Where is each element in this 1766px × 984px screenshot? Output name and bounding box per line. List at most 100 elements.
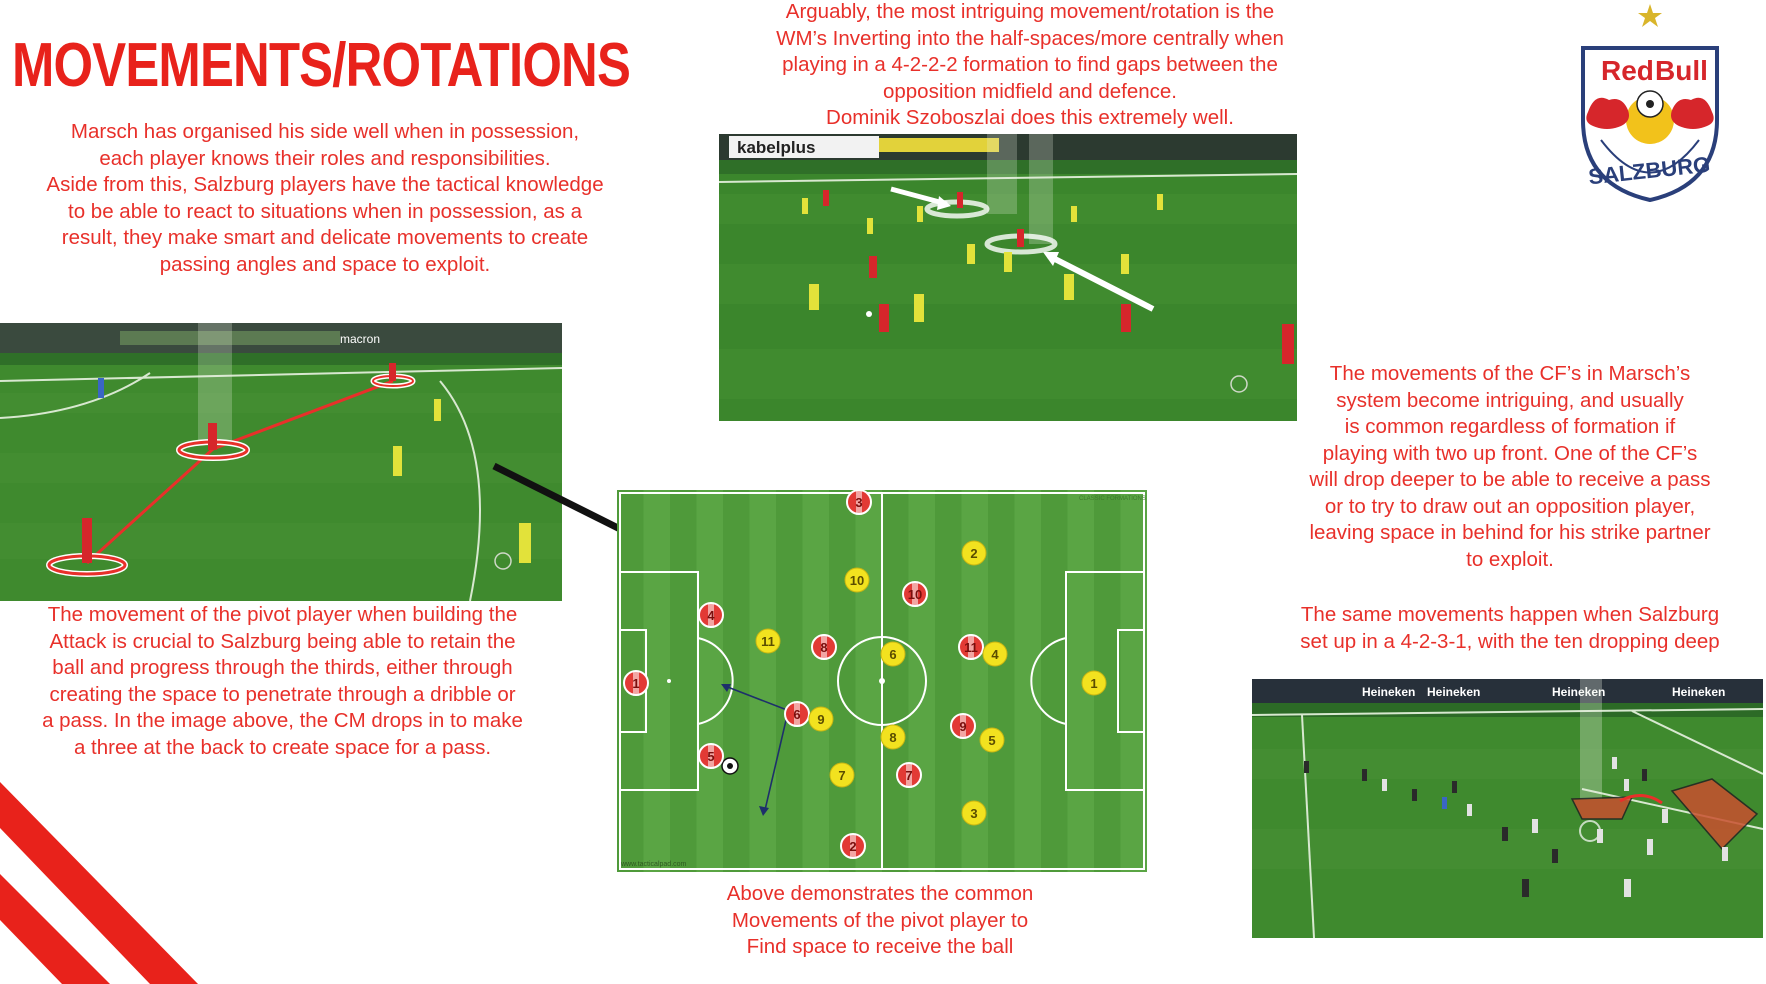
player-number: 10 (908, 587, 922, 602)
yellow-player: 7 (829, 762, 855, 788)
board-heineken: Heineken (1672, 685, 1725, 699)
red-player: 8 (811, 634, 837, 660)
board-heineken: Heineken (1362, 685, 1415, 699)
pivot-line: The movement of the pivot player when bu… (47, 603, 518, 626)
player-number: 6 (889, 647, 896, 662)
bull-icon (1586, 97, 1629, 129)
bull-icon (1671, 97, 1714, 129)
pitch-caption: Above demonstrates the common Movements … (630, 881, 1130, 961)
red-player: 9 (950, 713, 976, 739)
same-line: The same movements happen when Salzburg (1300, 603, 1720, 626)
player-number: 3 (970, 806, 977, 821)
pivot-line: Attack is crucial to Salzburg being able… (49, 629, 516, 653)
yellow-player: 1 (1081, 670, 1107, 696)
football-patch (1646, 100, 1654, 108)
yellow-player: 3 (961, 800, 987, 826)
red-player: 7 (896, 762, 922, 788)
red-player: 11 (958, 634, 984, 660)
red-player: 10 (902, 581, 928, 607)
board-macron: macron (340, 332, 380, 346)
yellow-player: 8 (880, 724, 906, 750)
player-number: 6 (793, 707, 800, 722)
cf-line: is common regardless of formation if (1344, 415, 1676, 438)
intro-line: each player knows their roles and respon… (99, 146, 551, 170)
player-number: 3 (855, 495, 862, 510)
red-player: 5 (698, 743, 724, 769)
pivot-photo: macron (0, 323, 562, 601)
player-number: 7 (905, 768, 912, 783)
player-number: 10 (850, 573, 864, 588)
pitch-stripe (908, 490, 935, 872)
player-number: 4 (707, 608, 715, 623)
inverting-photo: kabelplus (719, 134, 1297, 421)
yellow-player: 2 (961, 540, 987, 566)
red-player: 2 (840, 833, 866, 859)
pitch-stripe (1014, 490, 1041, 872)
cf-line: The movements of the CF’s in Marsch’s (1329, 362, 1691, 385)
pivot-line: creating the space to penetrate through … (49, 682, 516, 706)
board-heineken: Heineken (1552, 685, 1605, 699)
decorative-stripes (0, 782, 198, 984)
pitch-stripe (696, 490, 723, 872)
yellow-player: 9 (808, 706, 834, 732)
yellow-player: 4 (982, 641, 1008, 667)
same-line: set up in a 4-2-3-1, with the ten droppi… (1300, 629, 1720, 653)
pivot-line: a three at the back to create space for … (73, 735, 492, 759)
logo-arc (1600, 139, 1700, 174)
yellow-player: 5 (979, 727, 1005, 753)
board-heineken: Heineken (1427, 685, 1480, 699)
cf-line: or to try to draw out an opposition play… (1324, 494, 1696, 518)
yellow-player: 11 (755, 628, 781, 654)
cf-line: will drop deeper to be able to receive a… (1309, 468, 1711, 491)
cf-line: leaving space in behind for his strike p… (1309, 521, 1711, 544)
red-player: 6 (784, 701, 810, 727)
cf-line: system become intriguing, and usually (1336, 388, 1684, 412)
top-line: playing in a 4-2-2-2 formation to find g… (782, 53, 1278, 76)
cf-line: playing with two up front. One of the CF… (1322, 441, 1698, 465)
champions-league-photo-svg: Heineken Heineken Heineken Heineken (1252, 679, 1763, 938)
intro-line: Marsch has organised his side well when … (70, 120, 580, 143)
red-player: 1 (623, 670, 649, 696)
intro-text: Marsch has organised his side well when … (10, 119, 640, 278)
player-number: 8 (889, 730, 896, 745)
player-number: 9 (817, 712, 824, 727)
red-player: 4 (698, 602, 724, 628)
top-line: WM’s Inverting into the half-spaces/more… (776, 26, 1284, 50)
player-number: 7 (838, 768, 845, 783)
player-number: 11 (761, 634, 775, 649)
player-number: 8 (820, 640, 827, 655)
player-number: 4 (991, 647, 999, 662)
player-number: 5 (988, 733, 995, 748)
intro-line: passing angles and space to exploit. (159, 252, 491, 276)
champions-league-photo: Heineken Heineken Heineken Heineken (1252, 679, 1763, 938)
player-number: 1 (1090, 676, 1097, 691)
top-line: Arguably, the most intriguing movement/r… (785, 0, 1275, 23)
intro-line: Aside from this, Salzburg players have t… (46, 173, 604, 196)
player-number: 5 (707, 749, 714, 764)
player-number: 2 (849, 839, 856, 854)
pitch-watermark-bottom: www.tacticalpad.com (620, 861, 687, 868)
pitch-stripe (1120, 490, 1147, 872)
inverting-photo-svg: kabelplus (719, 134, 1297, 421)
player-number: 9 (959, 719, 966, 734)
yellow-player: 10 (844, 567, 870, 593)
pivot-line: a pass. In the image above, the CM drops… (42, 709, 523, 732)
pivot-line: ball and progress through the thirds, ei… (52, 656, 513, 679)
logo-word-bull: Bull (1655, 55, 1708, 86)
intro-line: result, they make smart and delicate mov… (61, 226, 589, 249)
cf-line: to exploit. (1466, 547, 1554, 571)
pitch-watermark-top: CLASSIC FORMATIONS (1079, 496, 1146, 502)
pitch-stripe (855, 490, 882, 872)
yellow-player: 6 (880, 641, 906, 667)
top-line: opposition midfield and defence. (882, 79, 1178, 103)
tactical-pitch-svg: CLASSIC FORMATIONS www.tacticalpad.com 3… (617, 489, 1147, 872)
pivot-photo-svg: macron (0, 323, 562, 601)
star-icon (1638, 4, 1662, 27)
player-number: 1 (632, 676, 639, 691)
pitch-stripe (802, 490, 829, 872)
same-text: The same movements happen when Salzburg … (1262, 602, 1758, 655)
cf-text: The movements of the CF’s in Marsch’s sy… (1270, 361, 1750, 573)
tactical-pitch: CLASSIC FORMATIONS www.tacticalpad.com 3… (617, 489, 1147, 872)
red-bull-salzburg-logo: Red Bull SALZBURG (1543, 0, 1743, 210)
caption-line: Movements of the pivot player to (731, 908, 1029, 932)
